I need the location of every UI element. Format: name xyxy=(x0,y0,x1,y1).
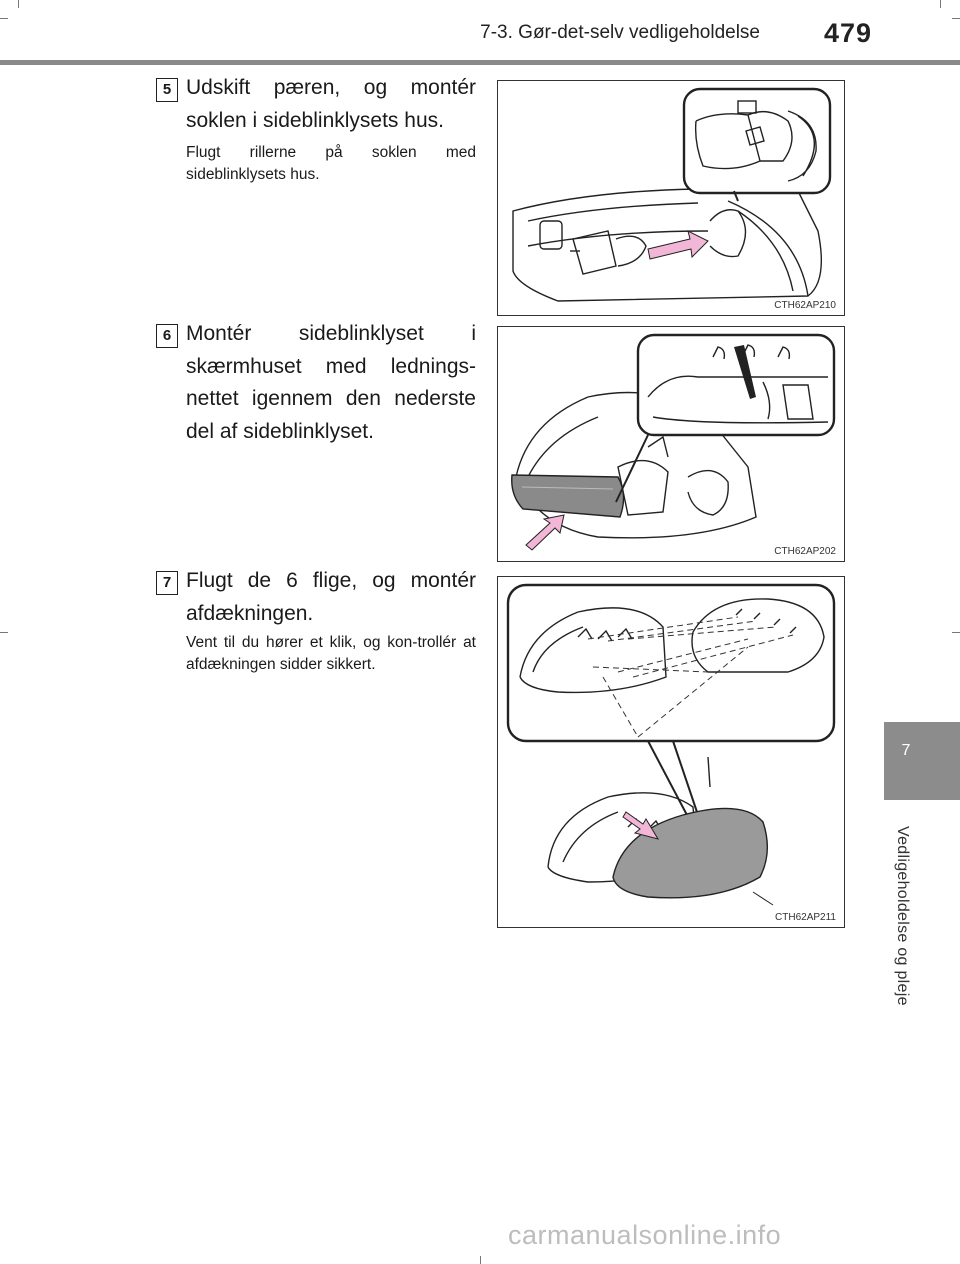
step-instruction: Udskift pæren, og montér soklen i sidebl… xyxy=(186,76,476,132)
step-number-badge: 5 xyxy=(156,78,178,102)
chapter-label: Vedligeholdelse og pleje xyxy=(894,826,911,1006)
chapter-number: 7 xyxy=(901,742,911,759)
crop-mark xyxy=(952,632,960,633)
step-instruction: Montér sideblinklyset i skærmhuset med l… xyxy=(186,322,476,443)
illustration-side-blinker: CTH62AP202 xyxy=(497,326,845,562)
page-number: 479 xyxy=(824,18,873,48)
crop-mark xyxy=(0,18,8,19)
step-number-badge: 7 xyxy=(156,571,178,595)
illustration-mirror-cover: CTH62AP211 xyxy=(497,576,845,928)
step-instruction: Flugt de 6 flige, og montér afdækningen. xyxy=(186,569,476,625)
step-note: Vent til du hører et klik, og kon-trollé… xyxy=(186,634,476,673)
figure-code: CTH62AP202 xyxy=(772,546,838,557)
step-number-badge: 6 xyxy=(156,324,178,348)
crop-mark xyxy=(18,0,19,8)
step-note: Flugt rillerne på soklen med sideblinkly… xyxy=(186,144,476,183)
watermark: carmanualsonline.info xyxy=(508,1220,782,1250)
crop-mark xyxy=(940,0,941,8)
chapter-tab: 7 xyxy=(884,722,960,800)
section-title: 7-3. Gør-det-selv vedligeholdelse xyxy=(480,22,760,43)
crop-mark xyxy=(952,18,960,19)
header-rule xyxy=(0,60,960,65)
crop-mark xyxy=(480,1256,481,1264)
figure-code: CTH62AP211 xyxy=(773,912,838,923)
figure-code: CTH62AP210 xyxy=(772,300,838,311)
illustration-bulb-socket: CTH62AP210 xyxy=(497,80,845,316)
crop-mark xyxy=(0,632,8,633)
